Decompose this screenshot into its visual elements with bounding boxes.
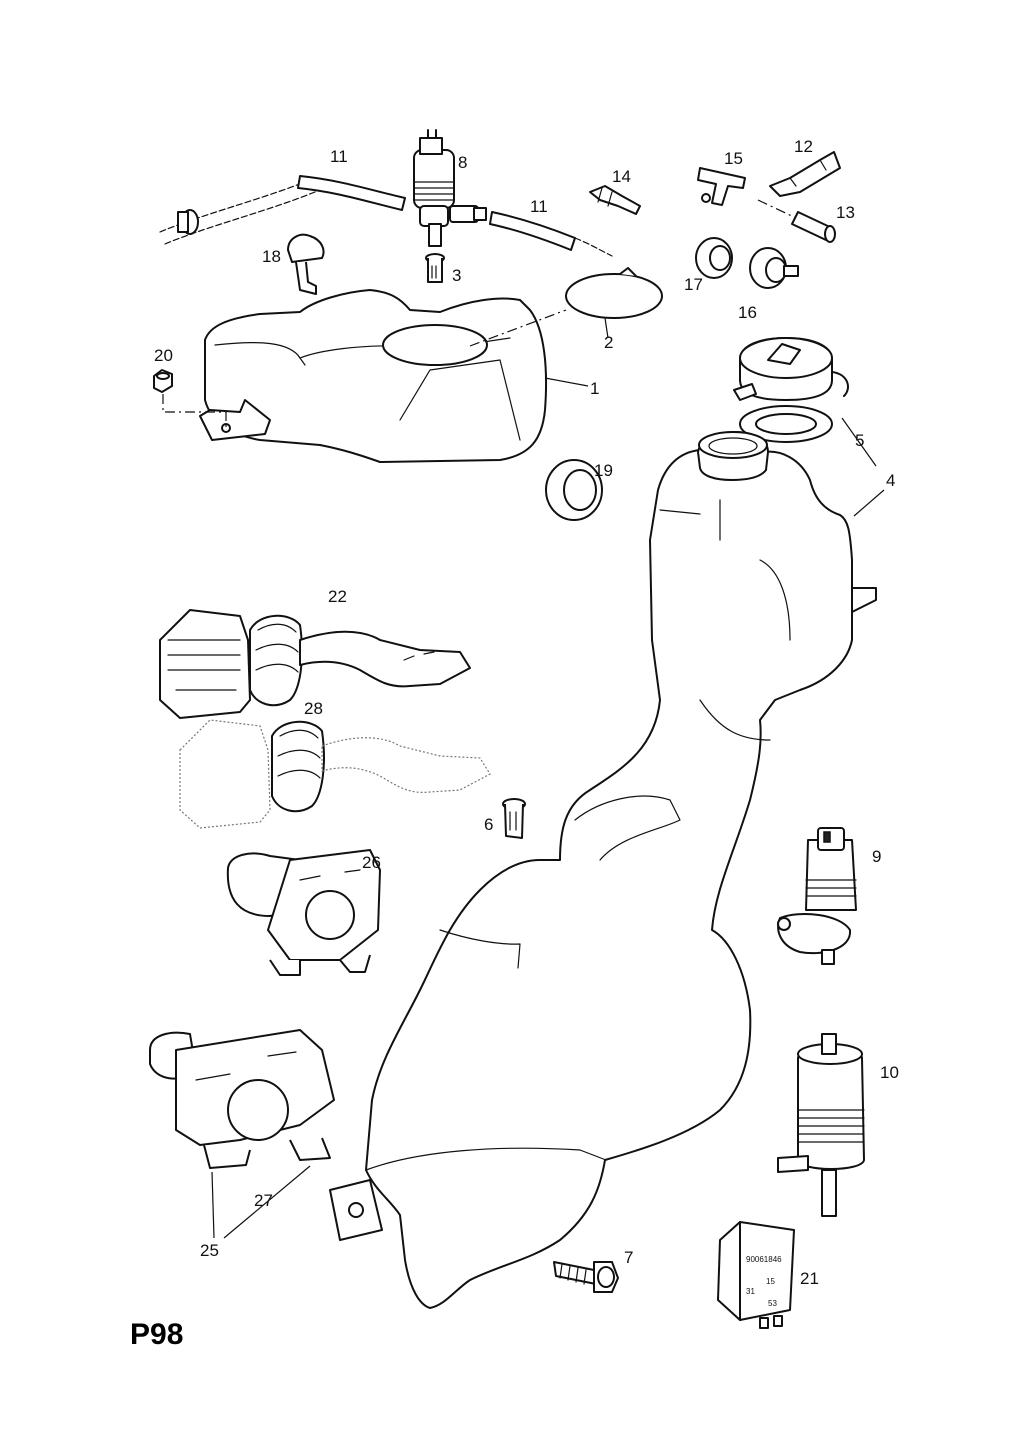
relay-text-15: 15 xyxy=(766,1277,775,1286)
switch-housing-25 xyxy=(149,1029,335,1169)
reservoir-top xyxy=(199,289,548,463)
grommet-17 xyxy=(695,237,733,279)
label-19: 19 xyxy=(594,461,613,480)
label-16: 16 xyxy=(738,303,757,322)
switch-housing-26 xyxy=(226,849,381,976)
label-8: 8 xyxy=(458,153,467,172)
label-4: 4 xyxy=(886,471,895,490)
grommet-19 xyxy=(545,459,603,521)
label-18: 18 xyxy=(262,247,281,266)
grommet-3 xyxy=(425,253,445,283)
grommet-16 xyxy=(749,247,799,289)
label-14: 14 xyxy=(612,167,631,186)
label-15: 15 xyxy=(724,149,743,168)
cap-5 xyxy=(733,337,849,443)
washer-pump-top xyxy=(413,129,487,247)
label-2: 2 xyxy=(604,333,613,352)
hose-left xyxy=(159,175,406,245)
label-12: 12 xyxy=(794,137,813,156)
leader-lines xyxy=(211,317,885,1239)
label-22: 22 xyxy=(328,587,347,606)
seal-2-assembly-line xyxy=(469,309,567,347)
label-10: 10 xyxy=(880,1063,899,1082)
label-28: 28 xyxy=(304,699,323,718)
relay-text-31: 31 xyxy=(746,1287,755,1296)
label-5: 5 xyxy=(855,431,864,450)
hose-right xyxy=(489,211,613,257)
label-20: 20 xyxy=(154,346,173,365)
label-6: 6 xyxy=(484,815,493,834)
label-9: 9 xyxy=(872,847,881,866)
t-piece-15 xyxy=(697,167,746,206)
label-26: 26 xyxy=(362,853,381,872)
washer-pump-10 xyxy=(777,1033,865,1217)
label-11a: 11 xyxy=(330,147,348,166)
nut-20-assembly-line xyxy=(162,394,227,428)
main-tank xyxy=(329,431,877,1309)
label-21: 21 xyxy=(800,1269,819,1288)
relay-text-53: 53 xyxy=(768,1299,777,1308)
nut-20 xyxy=(153,369,173,393)
label-11b: 11 xyxy=(530,197,548,216)
washer-pump-9 xyxy=(777,827,857,965)
clip-12 xyxy=(769,151,841,197)
wiper-switch-22 xyxy=(159,609,471,719)
hose-13 xyxy=(757,199,836,243)
relay-21: 90061846 31 15 53 xyxy=(717,1221,795,1329)
screw-7 xyxy=(553,1261,619,1293)
label-27: 27 xyxy=(254,1191,273,1210)
label-17: 17 xyxy=(684,275,703,294)
relay-text-part: 90061846 xyxy=(746,1255,782,1264)
label-13: 13 xyxy=(836,203,855,222)
part-labels: 1 2 3 4 5 6 7 8 9 10 11 11 12 13 14 15 1… xyxy=(154,137,899,1288)
nozzle-18 xyxy=(287,233,325,295)
label-3: 3 xyxy=(452,266,461,285)
label-25: 25 xyxy=(200,1241,219,1260)
wiper-switch-28 xyxy=(179,719,491,829)
seal-2 xyxy=(565,267,663,319)
page-code: P98 xyxy=(130,1318,183,1351)
grommet-6 xyxy=(502,798,526,839)
connector-14 xyxy=(589,185,641,215)
label-7: 7 xyxy=(624,1248,633,1267)
label-1: 1 xyxy=(590,379,599,398)
